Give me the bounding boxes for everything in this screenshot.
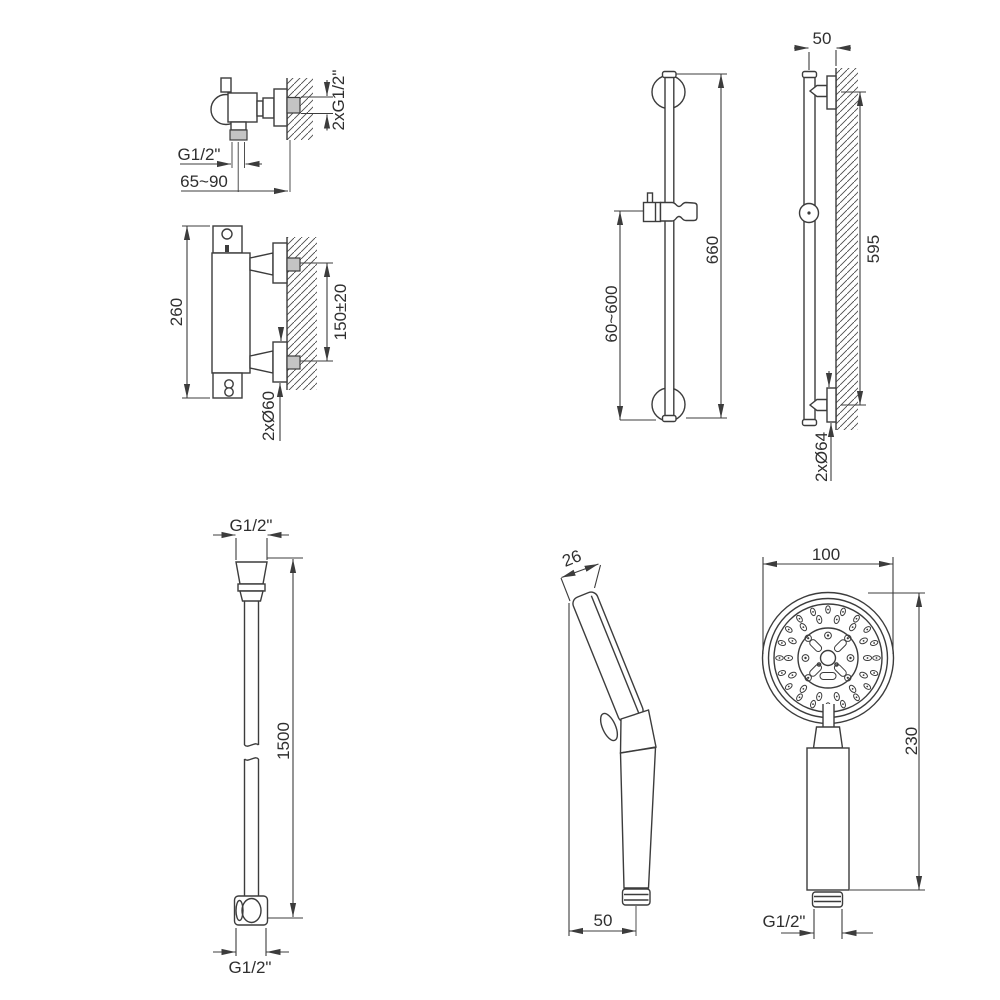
top-mount-arm (808, 84, 828, 98)
outlet (229, 129, 248, 141)
handle-nut (621, 888, 651, 906)
dim-handle-thread: G1/2" (763, 912, 806, 931)
dim-outlet-thread: G1/2" (178, 145, 221, 164)
view-mixer-front: 260 150±20 2xØ60 (167, 225, 350, 441)
handle-nut (811, 891, 844, 908)
view-handshower-front: 100 230 G1/2" (761, 545, 925, 939)
mixer-front-dimensions: 260 150±20 2xØ60 (167, 225, 350, 441)
spray-face (773, 603, 883, 713)
center-nozzle (819, 649, 837, 667)
spray-pattern (775, 605, 881, 711)
view-handshower-side: 26 50 (559, 546, 657, 936)
top-escutcheon (272, 242, 288, 284)
mixer-valve-front (211, 225, 301, 399)
dim-head-offset: 50 (594, 911, 613, 930)
dim-inlet-spacing: 150±20 (331, 284, 350, 341)
dim-wall-distance: 65~90 (180, 172, 228, 191)
dim-escutcheon-60: 2xØ60 (259, 391, 278, 441)
bottom-mount-arm (808, 398, 828, 412)
dim-mount-spacing: 595 (864, 235, 883, 263)
hose (233, 561, 269, 926)
wall-flange (273, 88, 288, 127)
dim-body-height: 260 (167, 298, 186, 326)
wall-hatch (836, 68, 858, 430)
mixer-valve-side (210, 77, 301, 141)
view-rail-side: 50 595 2xØ64 (794, 29, 883, 482)
holder-pin (646, 192, 654, 204)
rail-front-dimensions: 660 60~600 (602, 73, 727, 421)
rail-side (798, 70, 837, 427)
valve-body (227, 92, 258, 123)
view-rail-front: 660 60~600 (602, 70, 727, 423)
mixer-body (211, 252, 251, 374)
handset-holder (659, 201, 698, 222)
temp-knob-stem (220, 77, 232, 93)
dim-hose-top-thread: G1/2" (230, 516, 273, 535)
dim-rail-length: 660 (703, 236, 722, 264)
view-hose: G1/2" 1500 G1/2" (213, 516, 303, 977)
slide-rail (642, 70, 698, 423)
top-nut (235, 561, 268, 585)
view-mixer-side: G1/2" 65~90 2xG1/2" (178, 70, 348, 195)
dim-wall-depth: 50 (813, 29, 832, 48)
slider-body (642, 201, 662, 223)
dim-hose-length: 1500 (274, 722, 293, 760)
handle-neck (812, 726, 844, 749)
bottom-escutcheon (272, 341, 288, 383)
handle-front (806, 747, 850, 891)
handshower-side (572, 591, 657, 906)
dim-hose-bottom-thread: G1/2" (229, 958, 272, 977)
dim-total-length: 230 (902, 727, 921, 755)
wall-section (286, 78, 313, 192)
head-outer-rim (761, 591, 895, 725)
hose-dimensions: G1/2" 1500 G1/2" (213, 516, 303, 977)
dim-inlet-threads: 2xG1/2" (329, 70, 348, 131)
handshower-front (761, 591, 895, 908)
dim-head-thickness: 26 (559, 546, 584, 571)
handshower-front-dimensions: 100 230 G1/2" (762, 545, 925, 939)
handle-side (619, 746, 657, 889)
shower-head-side (572, 591, 644, 723)
head-hole (599, 712, 619, 742)
dim-escutcheon-64: 2xØ64 (812, 432, 831, 482)
wall-connector (286, 96, 301, 114)
dim-holder-range: 60~600 (602, 285, 621, 342)
dim-head-diameter: 100 (812, 545, 840, 564)
rail-side-dimensions: 50 595 2xØ64 (794, 29, 883, 482)
top-escutcheon (826, 75, 837, 110)
wall-section (835, 68, 858, 430)
bottom-escutcheon (826, 387, 837, 423)
mixer-side-dimensions: G1/2" 65~90 2xG1/2" (178, 70, 348, 195)
